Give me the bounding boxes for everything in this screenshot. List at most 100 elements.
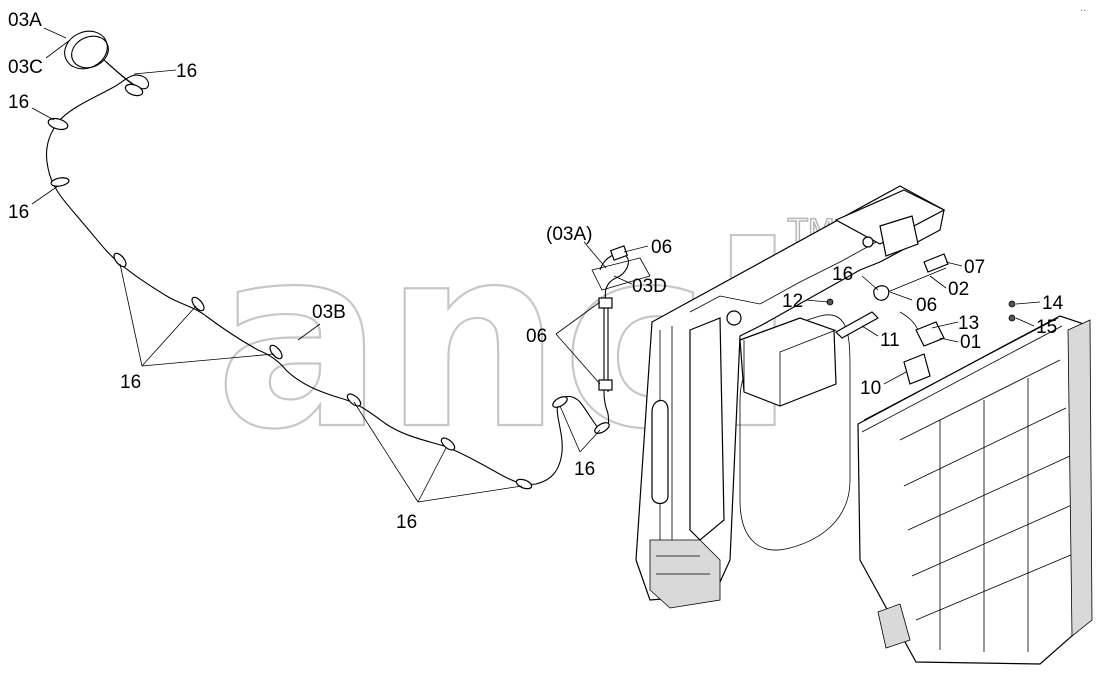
grille-side	[1067, 319, 1093, 637]
label-12: 12	[782, 291, 803, 312]
corner-mark: ··	[1080, 6, 1086, 17]
leader-16-r1	[559, 405, 581, 453]
clamp-16-c2	[191, 296, 205, 312]
leader-10	[883, 371, 907, 385]
leader-03a-paren	[583, 241, 607, 269]
top-bracket-block	[879, 215, 919, 257]
leader-16-b	[31, 185, 59, 205]
label-10: 10	[860, 378, 881, 399]
leader-07	[945, 261, 963, 267]
label-16-c: 16	[120, 372, 141, 393]
leader-02	[929, 275, 947, 289]
leader-16-c3	[141, 353, 275, 367]
harness-cable	[45, 59, 610, 485]
label-03a: 03A	[8, 10, 42, 31]
coil-03c-inner	[71, 35, 109, 69]
label-16-a: 16	[8, 92, 29, 113]
grille-ribs	[939, 378, 1029, 652]
frame-inner-panel	[689, 317, 725, 541]
label-11: 11	[880, 330, 900, 351]
label-01: 01	[960, 332, 981, 353]
leader-03c	[45, 39, 71, 59]
label-16-b: 16	[8, 202, 29, 223]
grille-foot	[877, 603, 911, 649]
connector-13-wire	[899, 311, 919, 331]
leader-06-top	[623, 245, 649, 253]
leader-15	[1015, 317, 1035, 327]
clamp-16-c3	[269, 344, 283, 360]
leader-16-c2	[141, 305, 197, 367]
leader-13	[931, 321, 959, 329]
clamp-16-b	[50, 177, 70, 187]
leader-16-top	[133, 69, 177, 75]
clip-06-top	[609, 245, 629, 261]
label-07: 07	[964, 257, 985, 278]
harness-clamps	[47, 83, 610, 490]
label-15: 15	[1036, 317, 1057, 338]
switch-11	[835, 311, 879, 339]
label-16-d: 16	[396, 512, 417, 533]
leader-14	[1015, 301, 1041, 305]
label-06-left: 06	[526, 326, 547, 347]
wire-harness	[45, 30, 651, 490]
leader-16-a	[31, 107, 55, 121]
grille-slats	[899, 359, 1079, 621]
leader-16-d1	[353, 401, 419, 503]
clamp-16-a	[47, 117, 69, 131]
clamp-16-d1	[346, 393, 362, 407]
bolt-15	[1008, 314, 1016, 322]
handle-grip	[651, 399, 669, 505]
bolt-14	[1008, 300, 1016, 308]
mount-bolt-top	[862, 236, 874, 248]
label-14: 14	[1042, 293, 1064, 314]
frame-assembly	[635, 185, 1093, 665]
lead-03a-loop	[599, 253, 629, 301]
sensor-07	[923, 253, 949, 273]
clamp-16-d2	[440, 437, 456, 451]
leader-12	[805, 299, 829, 303]
clamp-16-c1	[113, 252, 127, 268]
label-03d: 03D	[632, 276, 667, 297]
label-03a-paren: (03A)	[546, 224, 592, 245]
leader-03d	[613, 275, 633, 285]
leader-03b	[297, 323, 321, 341]
label-16-right: 16	[574, 459, 595, 480]
frame-base-lines	[656, 555, 710, 575]
bracket-10	[903, 353, 931, 385]
clip-06-upper	[598, 297, 613, 309]
mount-box-edges	[743, 329, 837, 406]
frame-top-edge	[689, 239, 881, 313]
label-16-top: 16	[176, 61, 197, 82]
label-16-mid: 16	[832, 264, 853, 285]
leader-06-left1	[555, 301, 601, 335]
part-labels: 03A 03C 16 16 16 16 03B 16 16 06 (03A) 0…	[8, 10, 1064, 533]
leader-06-left2	[555, 333, 601, 385]
clamp-16-r1	[552, 396, 568, 408]
leader-lines	[31, 27, 1041, 503]
label-13: 13	[958, 313, 979, 334]
leader-03a	[43, 27, 67, 39]
bracket-03d	[591, 257, 651, 291]
leader-16-d3	[417, 485, 523, 503]
leader-16-d2	[417, 447, 447, 503]
clip-06-lower	[598, 379, 613, 391]
grille-top-edge	[861, 317, 1063, 433]
top-bracket	[834, 189, 946, 245]
leader-01	[939, 337, 959, 343]
leader-16-c1	[119, 263, 143, 367]
leader-16-r2	[579, 429, 601, 453]
clamp-16-top	[124, 83, 144, 97]
label-02: 02	[948, 279, 969, 300]
mount-bolt-left	[726, 310, 742, 326]
leader-16-mid	[861, 275, 879, 291]
leader-11	[861, 325, 879, 337]
label-06-mid: 06	[916, 295, 937, 316]
label-03c: 03C	[8, 57, 43, 78]
label-06-top: 06	[651, 237, 672, 258]
leader-06-mid	[889, 291, 913, 301]
label-03b: 03B	[312, 302, 346, 323]
lead-03d	[603, 300, 609, 415]
connector-01	[915, 321, 945, 347]
clamp-16-r2	[594, 422, 610, 434]
